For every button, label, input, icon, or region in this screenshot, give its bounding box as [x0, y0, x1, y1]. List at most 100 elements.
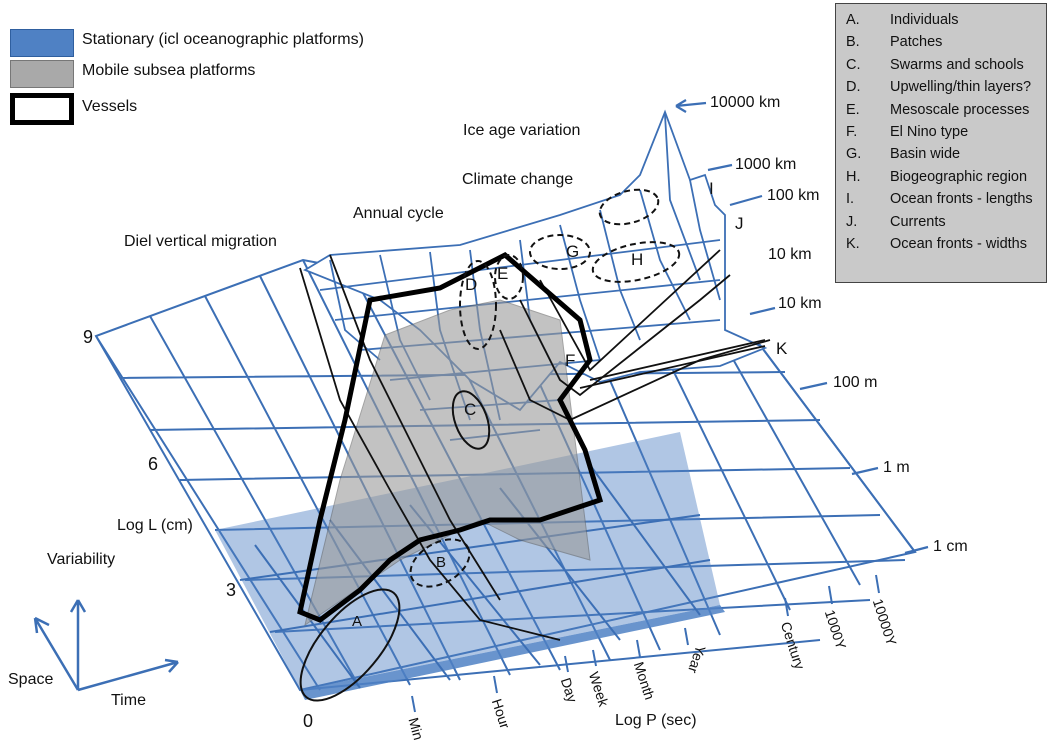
region-letter-h: H — [631, 250, 644, 269]
region-letter-g: G — [566, 242, 580, 261]
region-letter-c: C — [464, 400, 477, 419]
scale-label-100km: 100 km — [767, 187, 820, 204]
abbreviation-key-letter: E. — [846, 101, 860, 118]
scale-label-10000km: 10000 km — [710, 94, 781, 111]
abbreviation-key-letter: I. — [846, 191, 855, 208]
label-ice-age: Ice age variation — [463, 122, 581, 139]
abbreviation-key-letter: G. — [846, 146, 862, 163]
scale-label-10km-upper: 10 km — [768, 246, 812, 263]
abbreviation-key-letter: A. — [846, 12, 860, 28]
log-l-tick-3: 3 — [226, 580, 237, 600]
vessels-region — [297, 252, 604, 623]
abbreviation-description: El Nino type — [890, 124, 969, 140]
ellipse-g — [529, 234, 591, 270]
axis-arrows — [33, 599, 179, 692]
log-l-tick-0: 0 — [303, 711, 314, 731]
ellipse-c — [451, 390, 491, 450]
legend-label-mobile: Mobile subsea platforms — [82, 62, 256, 79]
tick-hour — [493, 675, 498, 694]
scale-label-10km-lower: 10 km — [778, 295, 822, 312]
abbreviation-description: Biogeographic region — [890, 168, 1028, 185]
legend-label-stationary: Stationary (icl oceanographic platforms) — [82, 31, 364, 48]
tick-century — [784, 597, 789, 617]
contour-annual — [299, 267, 561, 641]
region-letter-d: D — [465, 275, 478, 294]
region-letter-k: K — [776, 339, 788, 358]
tick-1000y — [828, 585, 833, 605]
contour-g — [539, 249, 721, 372]
space-label: Space — [8, 671, 54, 688]
arrow-100m — [799, 381, 828, 391]
tick-week — [592, 649, 597, 667]
abbreviation-key-letter: F. — [846, 124, 858, 140]
scale-label-1m: 1 m — [883, 459, 910, 476]
abbreviation-description: Basin wide — [890, 146, 961, 163]
abbreviation-description: Patches — [890, 34, 943, 51]
variability-axis — [69, 599, 87, 690]
ellipse-b — [409, 538, 471, 588]
log-p-axis-label: Log P (sec) — [615, 712, 697, 729]
time-label: Time — [111, 692, 146, 709]
region-letter-a: A — [352, 613, 363, 630]
ellipse-a — [299, 588, 401, 702]
abbreviation-description: Upwelling/thin layers? — [890, 79, 1032, 96]
region-letter-e: E — [497, 264, 509, 283]
region-letter-i: I — [709, 179, 714, 198]
abbreviation-description: Ocean fronts - lengths — [890, 191, 1033, 208]
abbreviation-description: Ocean fronts - widths — [890, 236, 1027, 252]
region-ellipses — [299, 188, 681, 702]
ellipse-h — [591, 241, 681, 283]
tick-month — [636, 639, 641, 658]
label-climate-change: Climate change — [462, 171, 574, 188]
scale-label-100m: 100 m — [833, 374, 878, 391]
stationary-edge — [300, 605, 725, 700]
arrow-1000km — [707, 163, 733, 172]
space-axis — [33, 616, 80, 691]
label-annual-cycle: Annual cycle — [353, 205, 444, 222]
arrow-10km-1 — [749, 306, 776, 316]
contour-k — [579, 339, 766, 389]
log-l-tick-9: 9 — [83, 327, 94, 347]
ellipse-d — [459, 260, 497, 350]
legend-label-vessels: Vessels — [82, 98, 138, 115]
label-diel-migration: Diel vertical migration — [124, 233, 277, 250]
abbreviation-description: Currents — [890, 213, 946, 230]
arrow-1m — [851, 466, 879, 476]
arrow-10000km — [675, 99, 707, 113]
abbreviation-description: Mesoscale processes — [890, 101, 1030, 118]
scale-label-1cm: 1 cm — [933, 538, 968, 555]
contour-f — [519, 274, 731, 397]
time-tick-arrows — [411, 574, 880, 713]
time-axis — [77, 658, 179, 692]
region-letter-j: J — [735, 214, 744, 233]
log-l-tick-6: 6 — [148, 454, 159, 474]
abbreviation-key-letter: K. — [846, 236, 860, 252]
scale-arrows — [675, 99, 929, 555]
variability-label: Variability — [47, 551, 116, 568]
tick-10000y — [875, 574, 880, 594]
ellipse-e — [494, 254, 524, 300]
legend-swatch-stationary — [10, 29, 74, 57]
tick-min — [411, 695, 416, 713]
abbreviation-key-letter: H. — [846, 168, 861, 185]
abbreviation-key-letter: B. — [846, 34, 860, 51]
scale-label-1000km: 1000 km — [735, 156, 797, 173]
abbreviation-description: Individuals — [890, 12, 959, 28]
log-l-axis-label: Log L (cm) — [117, 517, 193, 534]
region-letter-f: F — [565, 351, 576, 370]
abbreviation-key-letter: D. — [846, 79, 861, 96]
arrow-1cm — [904, 545, 929, 555]
ellipse-i — [598, 188, 660, 226]
tick-day — [564, 655, 569, 673]
legend-swatch-mobile — [10, 60, 74, 88]
arrow-100km — [729, 194, 763, 207]
legend-swatch-vessels — [10, 93, 74, 125]
abbreviation-key-letter: C. — [846, 56, 861, 73]
region-letter-b: B — [436, 554, 447, 571]
abbreviation-description: Swarms and schools — [890, 56, 1024, 73]
tick-year — [684, 627, 689, 646]
abbreviation-key-letter: J. — [846, 213, 858, 230]
